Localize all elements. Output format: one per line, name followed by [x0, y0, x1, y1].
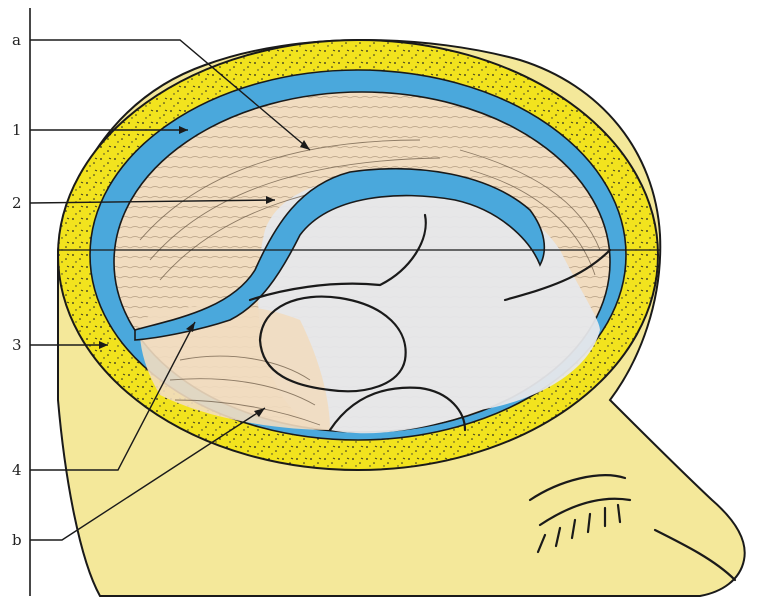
label-4: 4: [12, 461, 22, 479]
label-3: 3: [12, 336, 22, 354]
label-2: 2: [12, 194, 22, 212]
label-a: a: [12, 31, 21, 49]
label-1: 1: [12, 121, 22, 139]
label-b: b: [12, 531, 22, 549]
